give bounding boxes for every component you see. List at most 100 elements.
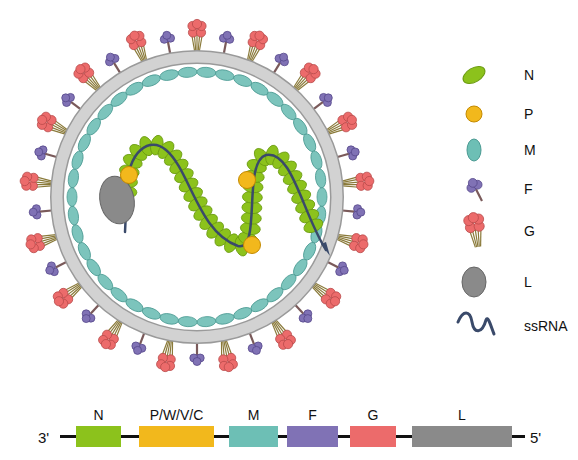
legend-swatch [460, 63, 488, 87]
g-stalk [478, 229, 479, 247]
gene-label: F [308, 407, 317, 423]
f-stalk [314, 102, 324, 109]
legend-label: F [524, 181, 533, 197]
m-protein [67, 188, 77, 207]
f-head [340, 266, 348, 274]
gene-label: G [368, 407, 379, 423]
legend-swatch [467, 139, 481, 161]
gene-box: M [229, 426, 278, 447]
m-protein [196, 316, 216, 327]
g-head [20, 176, 29, 185]
p-protein [239, 172, 256, 189]
m-protein [70, 150, 85, 171]
f-head [35, 148, 43, 156]
f-head [46, 266, 54, 274]
g-stalk [313, 286, 325, 297]
gene-box: F [287, 426, 338, 447]
f-head [193, 358, 201, 366]
g-head [130, 31, 139, 40]
g-stalk [110, 320, 120, 333]
f-head [304, 315, 312, 323]
m-protein [317, 188, 327, 207]
g-stalk [196, 35, 197, 51]
legend-swatch [466, 106, 482, 122]
g-head [365, 176, 374, 185]
g-head [26, 240, 35, 249]
genome-strand [338, 435, 350, 438]
m-protein [76, 241, 93, 262]
m-protein [214, 312, 235, 326]
f-stalk [56, 262, 67, 267]
f-head [62, 94, 70, 102]
genome-strand [214, 435, 229, 438]
g-head [161, 362, 170, 371]
f-stalk [250, 333, 254, 344]
m-protein [301, 132, 318, 153]
m-protein [67, 168, 80, 188]
f-stalk [40, 210, 52, 211]
f-head [82, 315, 90, 323]
legend-label: G [524, 223, 535, 239]
genome-strand [396, 435, 412, 438]
f-head [351, 148, 359, 156]
gene-label: M [248, 407, 260, 423]
g-head [38, 115, 47, 124]
g-head [330, 297, 339, 306]
strand-end-label: 3' [38, 429, 49, 446]
gene-box: G [350, 426, 396, 447]
f-stalk [274, 63, 280, 73]
gene-label: L [458, 407, 466, 423]
legend-label: N [524, 67, 534, 83]
g-head [468, 213, 478, 223]
g-head [309, 65, 318, 74]
f-stalk [140, 333, 144, 344]
f-head [324, 94, 332, 102]
gene-box: L [412, 426, 512, 447]
legend-label: P [524, 106, 533, 122]
f-stalk [224, 42, 226, 54]
g-stalk [296, 79, 308, 90]
strand-end-label: 5' [530, 429, 541, 446]
f-head [357, 208, 365, 216]
g-head [192, 19, 201, 28]
gene-box: N [76, 426, 121, 447]
m-protein [232, 73, 253, 89]
legend-label: L [524, 274, 532, 290]
m-protein [159, 68, 180, 82]
m-protein [178, 316, 198, 327]
legend-swatch [462, 267, 486, 297]
g-stalk [342, 184, 358, 185]
f-head [106, 53, 114, 61]
g-head [76, 65, 85, 74]
m-protein [159, 312, 180, 326]
g-stalk [342, 182, 358, 183]
legend-label: M [524, 142, 536, 158]
m-protein [70, 223, 85, 244]
f-head [468, 178, 477, 187]
f-head [223, 31, 231, 39]
p-protein [244, 237, 261, 254]
f-stalk [45, 154, 57, 157]
g-head [359, 240, 368, 249]
legend-ssrna [458, 313, 494, 334]
m-protein [309, 150, 324, 171]
m-protein [314, 168, 327, 188]
gene-label: N [93, 407, 103, 423]
g-head [224, 362, 233, 371]
f-stalk [114, 63, 120, 73]
m-protein [214, 68, 235, 82]
membrane-outline [57, 57, 337, 337]
genome-strand-end [512, 435, 525, 438]
g-head [255, 31, 264, 40]
m-protein [178, 67, 198, 78]
f-stalk [168, 42, 170, 54]
m-protein [67, 205, 80, 225]
f-stalk [476, 189, 482, 201]
g-stalk [35, 184, 51, 185]
f-head [163, 31, 171, 39]
g-head [347, 115, 356, 124]
g-stalk [194, 35, 195, 51]
f-head [252, 346, 260, 354]
